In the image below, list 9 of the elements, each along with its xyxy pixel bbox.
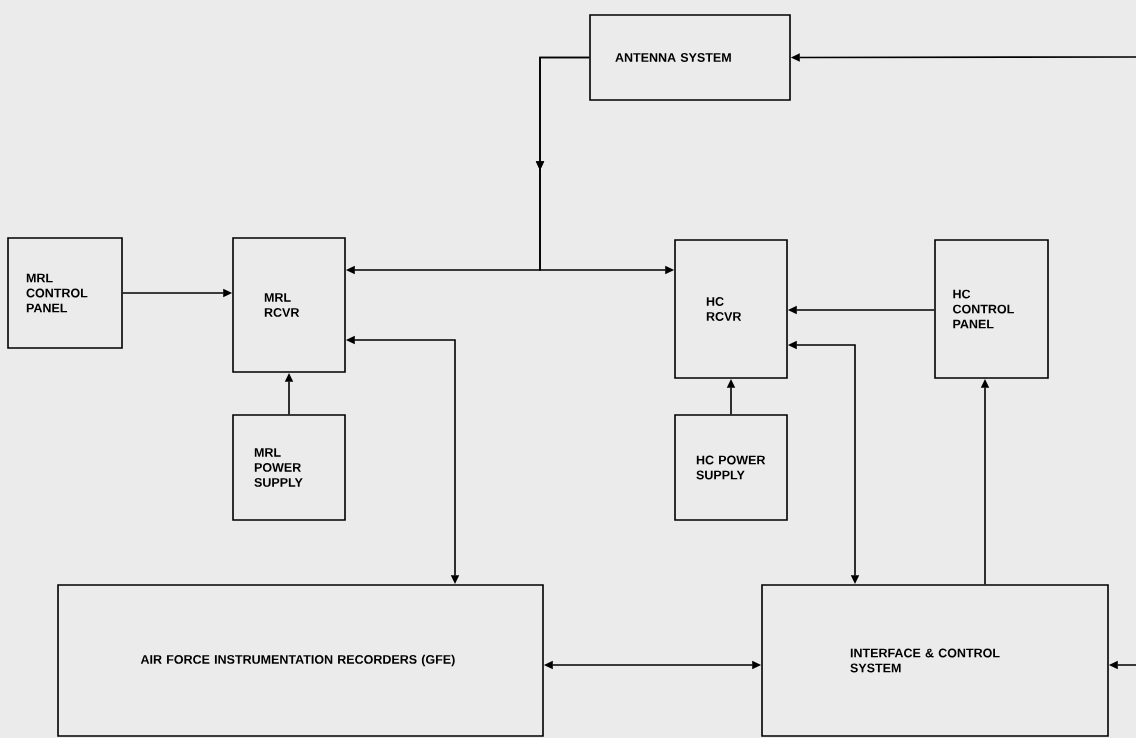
block-box: AIR FORCE INSTRUMENTATION RECORDERS (GFE) — [57, 584, 544, 737]
block-box: INTERFACE & CONTROL SYSTEM — [761, 584, 1109, 737]
block-box: MRL RCVR — [232, 237, 346, 373]
block-box: HC CONTROL PANEL — [934, 239, 1049, 379]
block-box: MRL POWER SUPPLY — [232, 414, 346, 521]
block-box: HC RCVR — [674, 239, 788, 379]
block-box: HC POWER SUPPLY — [674, 414, 788, 521]
block-box: ANTENNA SYSTEM — [589, 14, 791, 101]
block-box: MRL CONTROL PANEL — [7, 237, 123, 349]
